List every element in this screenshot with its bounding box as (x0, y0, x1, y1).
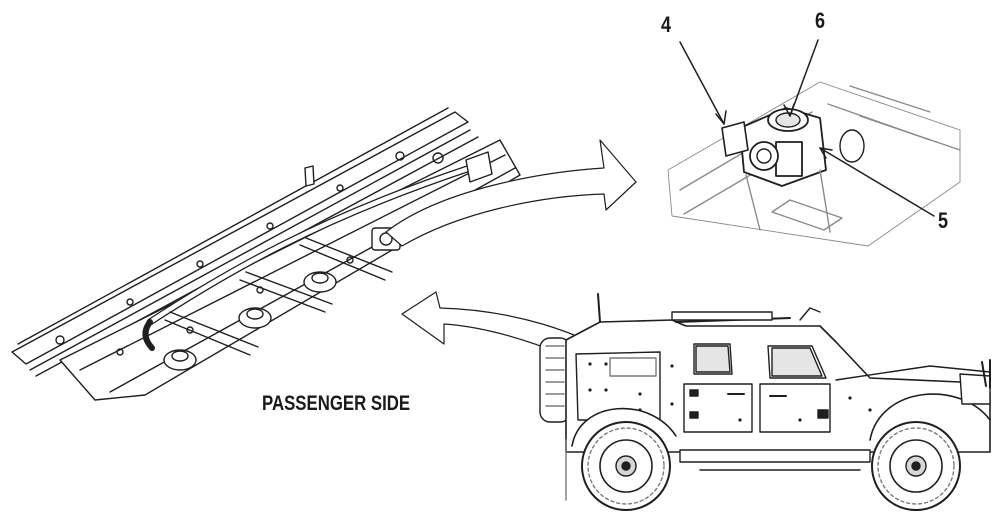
vehicle-side-view (539, 293, 991, 471)
underbody-frame-rail-view (11, 107, 521, 401)
body-rivets (588, 362, 872, 422)
detail-pointer-arrow (385, 139, 637, 247)
callout-number-6: 6 (815, 8, 826, 33)
rail-fittings (163, 151, 493, 371)
callout-number-5: 5 (938, 208, 949, 233)
passenger-side-caption: PASSENGER SIDE (262, 392, 411, 415)
front-wheel (871, 421, 961, 511)
connector-detail-view (667, 39, 961, 247)
callout-number-4: 4 (661, 12, 672, 37)
rear-wheel (581, 421, 671, 511)
